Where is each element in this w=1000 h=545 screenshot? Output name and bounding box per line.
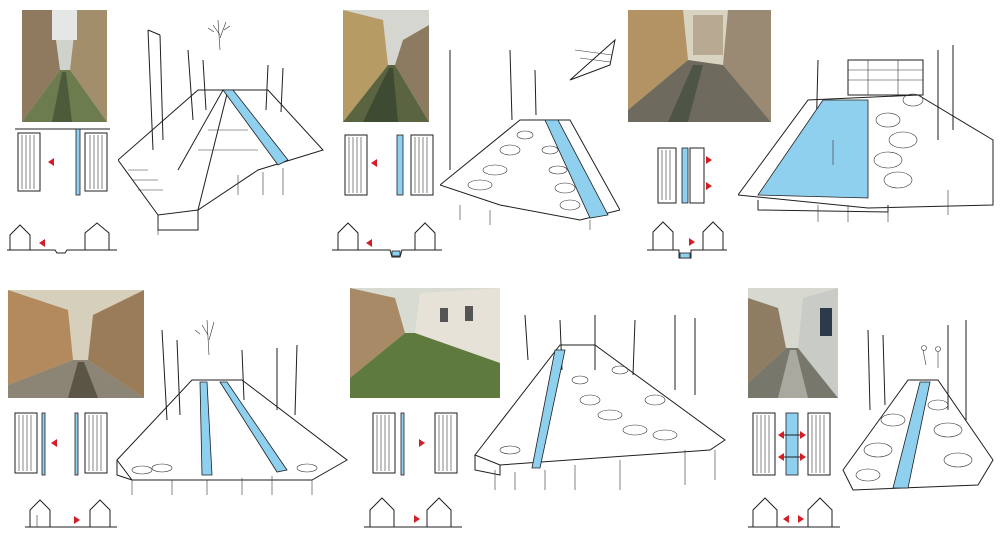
perspective-sketch-3 (738, 40, 998, 230)
section-diagram-2 (330, 205, 445, 260)
section-diagram-5 (362, 485, 467, 540)
alley-photo-6 (748, 288, 838, 398)
plan-diagram-3 (650, 140, 720, 210)
section-diagram-6 (748, 485, 843, 540)
perspective-sketch-4 (112, 310, 352, 510)
alley-photo-3 (628, 10, 771, 122)
alley-photo-4 (8, 290, 144, 398)
plan-diagram-5 (365, 405, 465, 480)
alley-photo-5 (350, 288, 500, 398)
section-diagram-3 (645, 210, 730, 260)
plan-diagram-1 (10, 125, 115, 200)
perspective-sketch-6 (838, 310, 998, 500)
plan-diagram-2 (335, 125, 440, 205)
section-diagram-1 (5, 205, 120, 260)
plan-diagram-4 (5, 405, 115, 480)
section-diagram-4 (25, 485, 120, 540)
alley-photo-1 (22, 10, 107, 122)
perspective-sketch-2 (440, 10, 620, 235)
plan-diagram-6 (748, 405, 838, 480)
alley-photo-2 (343, 10, 429, 122)
perspective-sketch-1 (118, 10, 328, 245)
perspective-sketch-5 (470, 300, 735, 510)
